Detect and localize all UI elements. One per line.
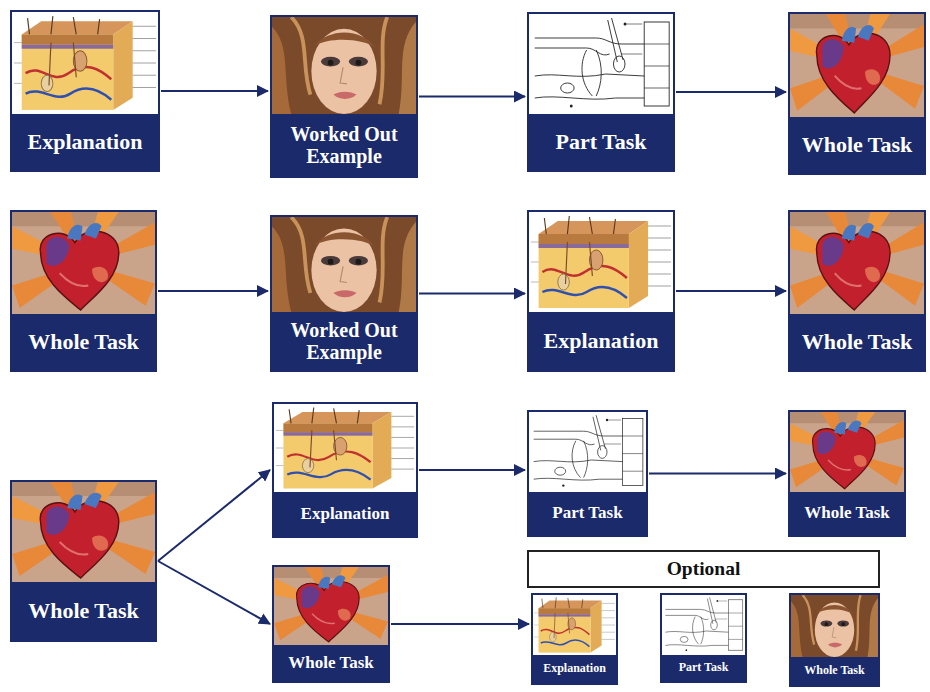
label-band: Whole Task <box>790 314 924 370</box>
picture-card: Whole Task <box>789 593 880 687</box>
card-label: Part Task <box>679 661 729 674</box>
picture-card: Whole Task <box>10 480 157 642</box>
picture-card: Whole Task <box>788 210 926 372</box>
option-header: Optional <box>527 550 880 588</box>
illustration <box>12 12 158 114</box>
card-label: Whole Task <box>802 133 913 157</box>
illustration <box>529 412 646 492</box>
card-label: Part Task <box>555 130 646 154</box>
illustration <box>272 217 416 312</box>
label-band: Explanation <box>12 114 158 170</box>
label-band: Whole Task <box>790 492 904 535</box>
card-label: Explanation <box>543 662 606 675</box>
picture-card: Explanation <box>10 10 160 172</box>
label-band: Worked Out Example <box>272 114 416 176</box>
flow-arrow <box>161 90 268 92</box>
flow-arrow <box>391 623 529 625</box>
illustration <box>533 595 616 655</box>
picture-card: Explanation <box>527 210 675 372</box>
flow-arrow <box>676 91 786 93</box>
card-label: Whole Task <box>28 330 139 354</box>
label-band: Whole Task <box>791 657 878 685</box>
illustration <box>12 482 155 582</box>
picture-card: Whole Task <box>788 410 906 537</box>
illustration <box>662 595 745 655</box>
label-band: Whole Task <box>12 314 155 370</box>
card-label: Worked Out Example <box>277 123 411 167</box>
card-label: Explanation <box>301 505 390 524</box>
label-band: Whole Task <box>12 582 155 640</box>
flow-arrow <box>419 293 525 295</box>
picture-card: Worked Out Example <box>270 215 418 372</box>
card-label: Optional <box>667 558 741 579</box>
picture-card: Explanation <box>272 402 418 538</box>
card-label: Explanation <box>28 130 143 154</box>
flow-arrow <box>676 290 786 292</box>
label-band: Part Task <box>529 492 646 535</box>
illustration <box>529 212 673 312</box>
card-label: Whole Task <box>802 330 913 354</box>
illustration <box>790 212 924 314</box>
label-band: Explanation <box>529 312 673 370</box>
header-band: Optional <box>662 552 746 586</box>
card-label: Explanation <box>544 329 659 353</box>
card-label: Part Task <box>552 504 622 523</box>
label-band: Whole Task <box>274 645 388 681</box>
card-label: Whole Task <box>804 504 890 523</box>
flow-arrow <box>158 470 270 561</box>
picture-card: Part Task <box>660 593 747 683</box>
flow-arrow <box>649 473 786 475</box>
flow-arrow <box>419 469 525 471</box>
label-band: Whole Task <box>790 117 924 173</box>
picture-card: Worked Out Example <box>270 15 418 178</box>
label-band: Explanation <box>274 492 416 536</box>
flow-arrow <box>419 96 525 98</box>
illustration <box>790 14 924 117</box>
illustration <box>274 567 388 645</box>
illustration <box>790 412 904 492</box>
label-band: Part Task <box>662 655 745 681</box>
picture-card: Explanation <box>531 593 618 685</box>
picture-card: Whole Task <box>788 12 926 175</box>
card-label: Whole Task <box>28 599 139 623</box>
flow-arrow <box>158 561 270 624</box>
picture-card: Part Task <box>527 410 648 537</box>
illustration <box>12 212 155 314</box>
card-label: Worked Out Example <box>277 319 411 363</box>
picture-card: Part Task <box>527 12 675 172</box>
label-band: Part Task <box>529 114 673 170</box>
card-label: Whole Task <box>804 664 864 677</box>
picture-card: Whole Task <box>272 565 390 683</box>
flow-arrow <box>158 290 268 292</box>
illustration <box>529 14 673 114</box>
label-band: Explanation <box>533 655 616 683</box>
picture-card: Whole Task <box>10 210 157 372</box>
card-label: Whole Task <box>288 654 374 673</box>
illustration <box>272 17 416 114</box>
label-band: Worked Out Example <box>272 312 416 370</box>
illustration <box>791 595 878 657</box>
illustration <box>274 404 416 492</box>
